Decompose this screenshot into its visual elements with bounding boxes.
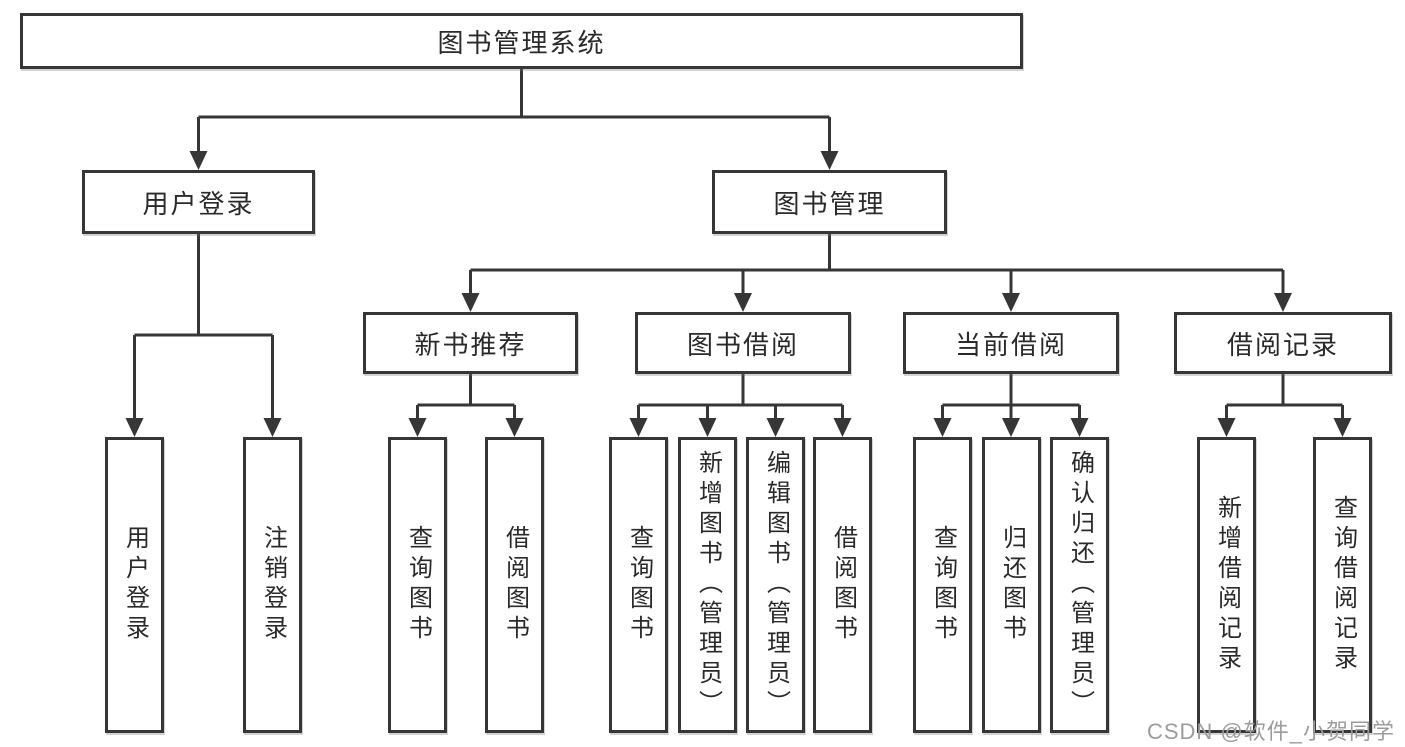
node-new-book-rec-label: 新书推荐 — [414, 329, 527, 360]
node-book-mgmt-label: 图书管理 — [773, 188, 886, 219]
node-book-borrow-label: 图书借阅 — [686, 329, 799, 360]
leaf-br-add-record: 新增借阅记录 — [1197, 437, 1256, 733]
leaf-cb-confirm-return-label: 确认归还（管理员） — [1066, 450, 1094, 720]
leaf-rec-query-book-label: 查询图书 — [404, 525, 432, 645]
node-borrow-record-label: 借阅记录 — [1226, 329, 1339, 360]
edges-root-to-level2 — [189, 69, 839, 170]
node-root: 图书管理系统 — [20, 13, 1023, 69]
edges-user-login-to-leaves — [125, 234, 282, 437]
leaf-cb-query-book-label: 查询图书 — [929, 525, 957, 645]
leaf-cb-return-book-label: 归还图书 — [998, 525, 1026, 645]
leaf-bb-add-book: 新增图书（管理员） — [678, 437, 737, 733]
node-book-mgmt: 图书管理 — [712, 170, 947, 234]
leaf-bb-add-book-label: 新增图书（管理员） — [694, 450, 722, 720]
edges-borrow-record-to-leaves — [1217, 374, 1352, 437]
edges-book-mgmt-to-level3 — [461, 234, 1292, 312]
node-new-book-rec: 新书推荐 — [363, 312, 578, 374]
leaf-bb-query-book-label: 查询图书 — [625, 525, 653, 645]
leaf-bb-edit-book-label: 编辑图书（管理员） — [762, 450, 790, 720]
node-current-borrow-label: 当前借阅 — [954, 329, 1067, 360]
leaf-bb-query-book: 查询图书 — [609, 437, 668, 733]
leaf-rec-borrow-book-label: 借阅图书 — [501, 525, 529, 645]
leaf-user-login: 用户登录 — [105, 437, 164, 733]
edges-new-book-rec-to-leaves — [408, 374, 524, 437]
node-root-label: 图书管理系统 — [437, 27, 606, 58]
leaf-br-query-record: 查询借阅记录 — [1313, 437, 1372, 733]
leaf-logout: 注销登录 — [243, 437, 302, 733]
leaf-rec-query-book: 查询图书 — [388, 437, 447, 733]
csdn-watermark: CSDN @软件_小贺同学 — [1146, 719, 1395, 744]
node-borrow-record: 借阅记录 — [1174, 312, 1392, 374]
leaf-cb-query-book: 查询图书 — [913, 437, 972, 733]
node-user-login-label: 用户登录 — [142, 188, 255, 219]
node-current-borrow: 当前借阅 — [903, 312, 1119, 374]
leaf-bb-edit-book: 编辑图书（管理员） — [746, 437, 805, 733]
leaf-bb-borrow-book-label: 借阅图书 — [829, 525, 857, 645]
leaf-cb-confirm-return: 确认归还（管理员） — [1050, 437, 1109, 733]
node-book-borrow: 图书借阅 — [635, 312, 851, 374]
edges-book-borrow-to-leaves — [629, 374, 852, 437]
leaf-rec-borrow-book: 借阅图书 — [485, 437, 544, 733]
leaf-logout-label: 注销登录 — [259, 525, 287, 645]
leaf-bb-borrow-book: 借阅图书 — [813, 437, 872, 733]
leaf-br-query-record-label: 查询借阅记录 — [1329, 495, 1357, 675]
leaf-br-add-record-label: 新增借阅记录 — [1213, 495, 1241, 675]
node-user-login: 用户登录 — [82, 170, 315, 234]
edges-current-borrow-to-leaves — [933, 374, 1089, 437]
leaf-cb-return-book: 归还图书 — [982, 437, 1041, 733]
leaf-user-login-label: 用户登录 — [121, 525, 149, 645]
